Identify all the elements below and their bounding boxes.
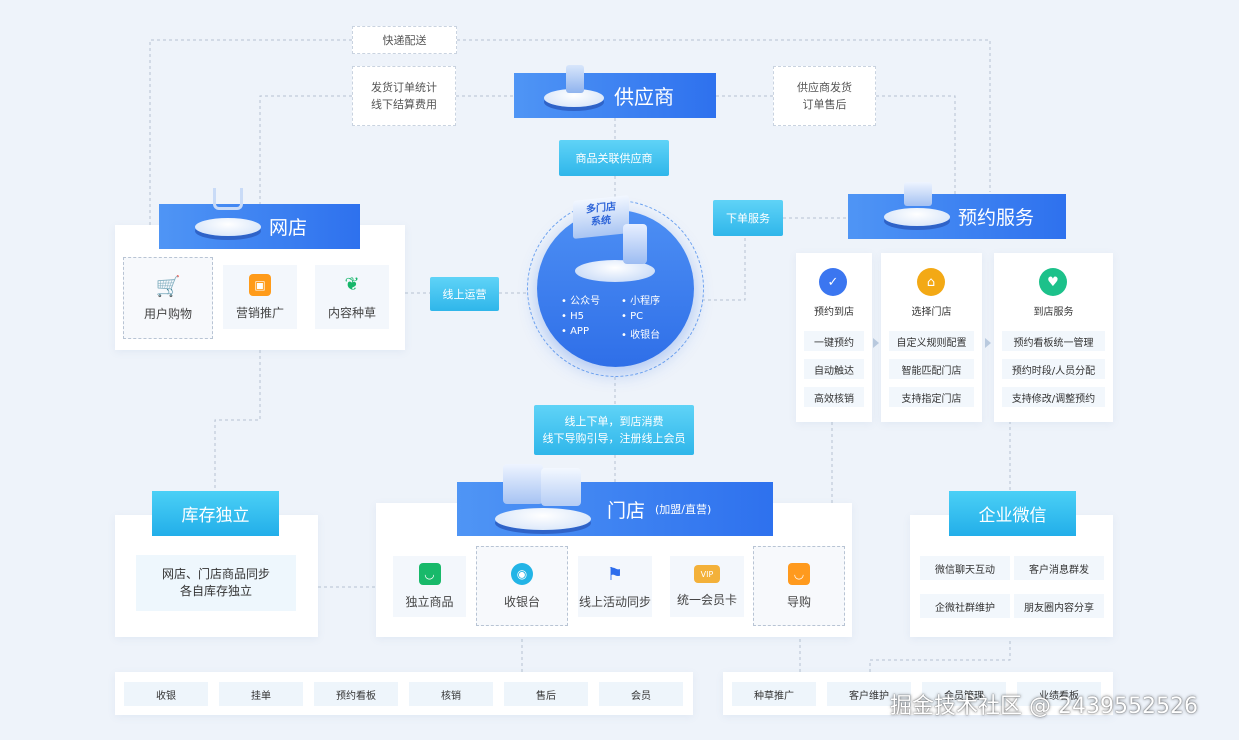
cart-illustration-icon — [213, 188, 243, 210]
store-tile-guide[interactable]: ◡ 导购 — [753, 546, 845, 626]
booking-title: 预约服务 — [958, 207, 1035, 229]
tile-label: 线上活动同步 — [578, 595, 651, 609]
bottom-item: 会员管理 — [922, 682, 1006, 706]
hub-circle: 多门店 系统 • 公众号 • 小程序 • H5 • PC • APP • 收银台 — [537, 195, 694, 367]
hub-channel: • 收银台 — [621, 330, 661, 341]
bottom-item: 收银 — [124, 682, 208, 706]
tile-label: 统一会员卡 — [676, 593, 737, 607]
hub-platform — [575, 260, 655, 282]
online-ops-label: 线上运营 — [430, 277, 499, 311]
booking-item: 自动触达 — [804, 359, 864, 379]
building-icon — [503, 464, 543, 504]
supplier-header: 供应商 — [514, 65, 716, 118]
hub-channel: • PC — [621, 311, 644, 322]
wecom-item: 朋友圈内容分享 — [1014, 594, 1104, 618]
tile-label: 导购 — [786, 594, 811, 609]
store-icon: ⌂ — [917, 268, 945, 296]
calendar-illustration-icon — [904, 182, 932, 206]
booking-item: 支持指定门店 — [889, 387, 974, 407]
supplier-ship-note: 供应商发货 订单售后 — [773, 66, 876, 126]
booking-item: 自定义规则配置 — [889, 331, 974, 351]
bottom-left-bar — [115, 672, 693, 715]
flag-icon: ⚑ — [606, 563, 624, 585]
store-illustration — [457, 464, 607, 536]
order-service-label: 下单服务 — [713, 200, 783, 236]
hub-channel: • H5 — [561, 311, 584, 322]
ship-stats-note: 发货订单统计 线下结算费用 — [352, 66, 456, 126]
booking-item: 一键预约 — [804, 331, 864, 351]
bottom-item: 业绩看板 — [1017, 682, 1101, 706]
booking-item: 支持修改/调整预约 — [1002, 387, 1105, 407]
tile-label: 营销推广 — [235, 305, 284, 320]
webshop-tile-marketing[interactable]: ▣ 营销推广 — [223, 265, 297, 329]
wecom-item: 微信聊天互动 — [920, 556, 1010, 580]
bottom-item: 挂单 — [219, 682, 303, 706]
cashier-icon: ◉ — [511, 562, 533, 585]
online-offline-label: 线上下单，到店消费 线下导购引导，注册线上会员 — [534, 405, 694, 455]
store-title: 门店 — [607, 499, 646, 522]
hub-channel: • APP — [561, 326, 589, 337]
building-icon — [541, 468, 581, 506]
bottom-item: 客户维护 — [827, 682, 911, 706]
heart-icon: ♥ — [1039, 268, 1067, 296]
booking-item: 高效核销 — [804, 387, 864, 407]
guide-icon: ◡ — [788, 562, 810, 585]
link-supplier-label: 商品关联供应商 — [559, 140, 669, 176]
booking-illustration — [848, 182, 958, 239]
cart-icon: 🛒 — [155, 273, 181, 298]
express-note: 快递配送 — [352, 26, 457, 54]
wecom-item: 企微社群维护 — [920, 594, 1010, 618]
wecom-item: 客户消息群发 — [1014, 556, 1104, 580]
hub-channels: • 公众号 • 小程序 • H5 • PC • APP • 收银台 — [561, 292, 681, 341]
inventory-text: 网店、门店商品同步 各自库存独立 — [136, 555, 296, 611]
tile-label: 内容种草 — [327, 305, 376, 320]
hub-title: 多门店 系统 — [573, 195, 629, 239]
bottom-item: 种草推广 — [732, 682, 816, 706]
inventory-title: 库存独立 — [152, 491, 279, 536]
store-tile-vip[interactable]: VIP 统一会员卡 — [670, 556, 744, 617]
booking-item: 预约时段/人员分配 — [1002, 359, 1105, 379]
webshop-tile-shopping[interactable]: 🛒 用户购物 — [123, 257, 213, 339]
store-tile-goods[interactable]: ◡ 独立商品 — [393, 556, 466, 617]
wecom-title: 企业微信 — [949, 491, 1076, 536]
store-header: 门店 (加盟/直营) — [457, 464, 773, 536]
webshop-tile-content[interactable]: ❦ 内容种草 — [315, 265, 389, 329]
tile-label: 独立商品 — [405, 595, 454, 609]
webshop-title: 网店 — [269, 217, 308, 239]
box-icon — [566, 65, 584, 93]
booking-col-title: 选择门店 — [911, 307, 952, 318]
watermark: 掘金技术社区 @ 2439552526 — [890, 694, 1198, 719]
bag-icon: ◡ — [418, 563, 441, 585]
phone-icon — [623, 224, 647, 264]
hub-channel: • 公众号 — [561, 296, 601, 307]
booking-item: 预约看板统一管理 — [1002, 331, 1105, 351]
supplier-illustration — [514, 65, 614, 118]
booking-header: 预约服务 — [848, 182, 1066, 239]
vip-card-icon: VIP — [694, 565, 720, 583]
bottom-item: 核销 — [409, 682, 493, 706]
hub-channel: • 小程序 — [621, 296, 661, 307]
webshop-header: 网店 — [159, 188, 360, 249]
bottom-item: 售后 — [504, 682, 588, 706]
tile-label: 收银台 — [503, 594, 540, 609]
tile-label: 用户购物 — [143, 306, 192, 321]
store-tile-activity[interactable]: ⚑ 线上活动同步 — [578, 556, 652, 617]
booking-col-title: 预约到店 — [814, 307, 854, 318]
store-tile-cashier[interactable]: ◉ 收银台 — [476, 546, 568, 626]
sprout-icon: ❦ — [344, 274, 360, 295]
webshop-illustration — [159, 188, 269, 249]
bottom-item: 预约看板 — [314, 682, 398, 706]
gift-icon: ▣ — [249, 273, 271, 296]
booking-item: 智能匹配门店 — [889, 359, 974, 379]
store-subtitle: (加盟/直营) — [655, 503, 712, 516]
calendar-check-icon: ✓ — [819, 268, 847, 296]
bottom-item: 会员 — [599, 682, 683, 706]
booking-col-title: 到店服务 — [1033, 307, 1074, 318]
supplier-title: 供应商 — [614, 85, 674, 109]
